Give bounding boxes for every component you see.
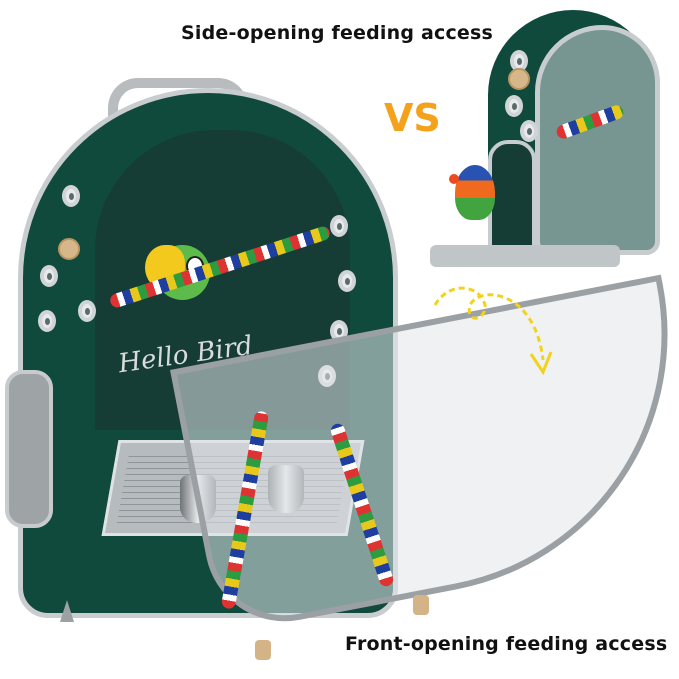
versus-label: VS [384,96,441,140]
wooden-foot [255,640,271,660]
wooden-foot [413,595,429,615]
vent-hole-icon [510,50,528,72]
caption-front-opening: Front-opening feeding access [345,633,668,655]
small-backpack-clear-dome [535,25,660,255]
wooden-peg-icon [508,68,530,90]
vent-hole-icon [62,185,80,207]
vent-hole-icon [520,120,538,142]
vent-hole-icon [505,95,523,117]
vent-hole-icon [338,270,356,292]
vent-hole-icon [330,215,348,237]
curved-arrow-icon [433,286,553,376]
vent-hole-icon [38,310,56,332]
bird-beak [449,174,459,184]
small-backpack-side-door [488,140,536,258]
vent-hole-icon [40,265,58,287]
mesh-side-pocket [5,370,53,528]
lorikeet-bird [455,165,495,220]
caption-side-opening: Side-opening feeding access [181,22,494,44]
wooden-peg-icon [58,238,80,260]
vent-hole-icon [78,300,96,322]
small-backpack-tray [430,245,620,267]
